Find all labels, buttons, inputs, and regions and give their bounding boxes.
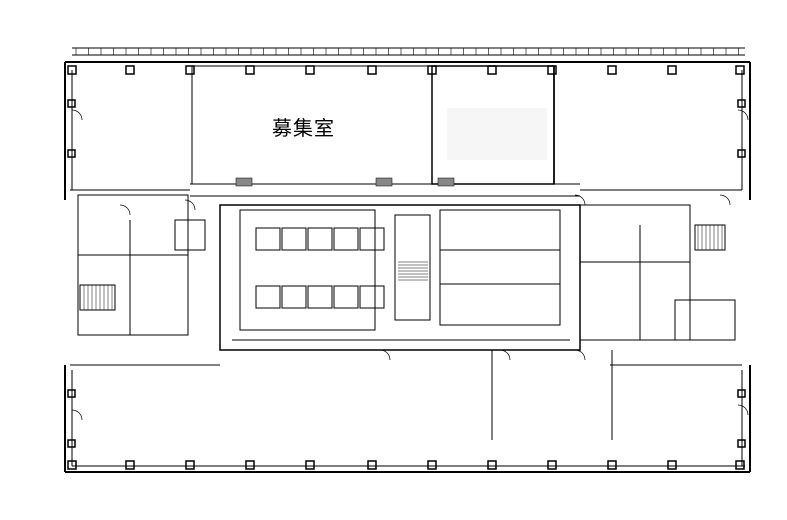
elevator-shaft <box>359 227 385 251</box>
column <box>735 65 745 75</box>
room-right <box>674 299 736 341</box>
door-swing <box>71 409 83 421</box>
column <box>125 65 135 75</box>
stair-core <box>394 214 431 321</box>
column <box>125 460 135 470</box>
column <box>245 65 255 75</box>
elevator-shaft <box>359 285 385 309</box>
column <box>245 460 255 470</box>
column <box>735 460 745 470</box>
column <box>737 99 746 108</box>
service-rooms <box>439 209 561 326</box>
door-swing <box>737 109 749 121</box>
elevator-shaft <box>333 285 359 309</box>
column <box>67 99 76 108</box>
door-swing <box>737 404 749 416</box>
column <box>667 460 677 470</box>
stair-left <box>79 284 116 311</box>
column <box>367 460 377 470</box>
elevator-hall <box>239 209 376 331</box>
column <box>737 149 746 158</box>
elevator-shaft <box>281 285 307 309</box>
elevator-shaft <box>255 227 281 251</box>
column <box>547 460 557 470</box>
column <box>607 460 617 470</box>
door-swing <box>574 349 586 361</box>
right-wing <box>579 204 691 341</box>
column <box>67 389 76 398</box>
door-swing <box>379 349 391 361</box>
column <box>667 65 677 75</box>
column <box>185 460 195 470</box>
column <box>67 149 76 158</box>
door-hatch <box>235 177 253 187</box>
column <box>185 65 195 75</box>
door-hatch <box>375 177 393 187</box>
column <box>737 389 746 398</box>
door-swing <box>499 349 511 361</box>
column <box>737 439 746 448</box>
column <box>487 460 497 470</box>
column <box>305 65 315 75</box>
wc-left <box>174 219 206 251</box>
door-swing <box>119 204 131 216</box>
door-swing <box>719 194 731 206</box>
column <box>547 65 557 75</box>
column <box>67 460 77 470</box>
elevator-shaft <box>333 227 359 251</box>
column <box>305 460 315 470</box>
room-label-recruitment: 募集室 <box>272 116 335 140</box>
left-wing <box>77 194 189 336</box>
core-area <box>219 204 581 351</box>
column <box>607 65 617 75</box>
column <box>427 460 437 470</box>
door-swing <box>184 199 196 211</box>
highlight-area <box>447 108 547 160</box>
column <box>367 65 377 75</box>
column <box>487 65 497 75</box>
column <box>67 439 76 448</box>
column <box>67 65 77 75</box>
elevator-shaft <box>307 227 333 251</box>
elevator-shaft <box>255 285 281 309</box>
door-swing <box>71 109 83 121</box>
elevator-shaft <box>281 227 307 251</box>
door-hatch <box>437 177 455 187</box>
elevator-shaft <box>307 285 333 309</box>
door-swing <box>574 194 586 206</box>
